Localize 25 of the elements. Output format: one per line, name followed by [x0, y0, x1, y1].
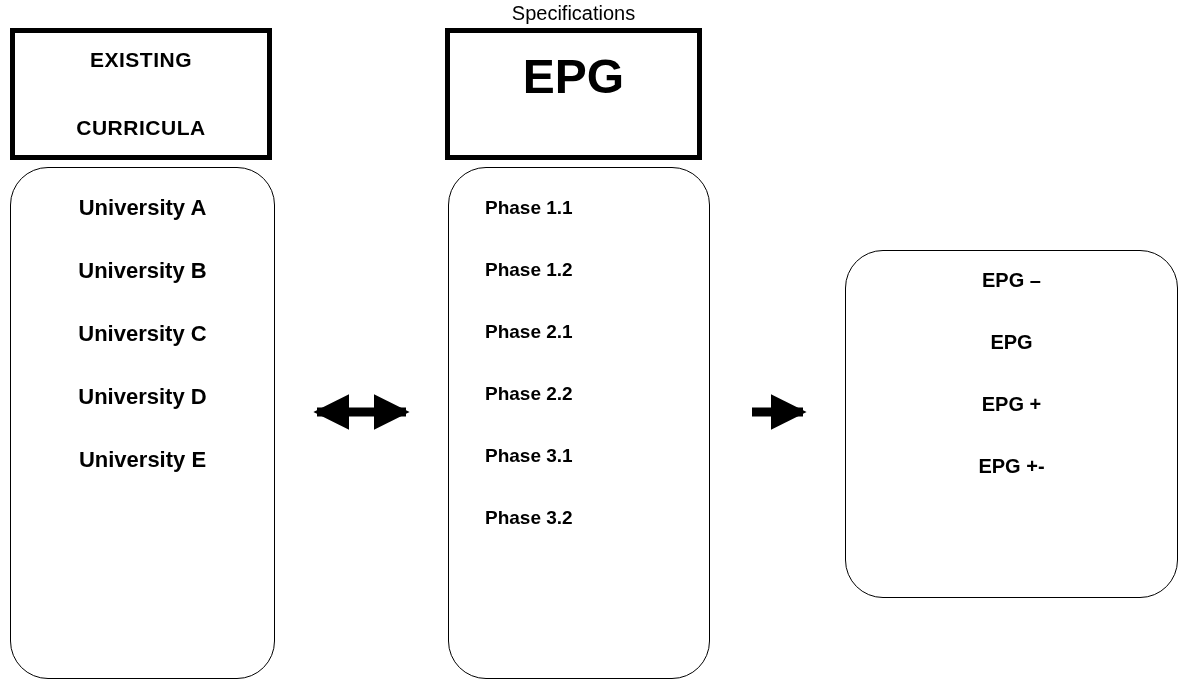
heading-label: Specifications [510, 1, 637, 26]
title-box [10, 28, 272, 160]
node-text: EPG + [981, 392, 1042, 417]
node-text: EPG [522, 53, 625, 101]
rounded-box [10, 167, 275, 679]
node-text: University C [78, 320, 207, 347]
node-text: University B [78, 257, 207, 284]
block-arrow [752, 394, 807, 430]
node-text: EXISTING CURRICULA [75, 47, 207, 141]
node-text: Phase 1.1 [485, 196, 573, 220]
node-text: EPG [990, 330, 1033, 355]
node-text: Phase 2.2 [485, 382, 573, 406]
node-text: University E [78, 446, 207, 473]
block-arrow [313, 394, 410, 430]
node-text: EPG +- [978, 454, 1045, 479]
node-text: University A [78, 194, 207, 221]
node-text: Phase 2.1 [485, 320, 573, 344]
node-text: Phase 3.1 [485, 444, 573, 468]
node-text: Phase 3.2 [485, 506, 573, 530]
node-text: University D [78, 383, 207, 410]
rounded-box [448, 167, 710, 679]
node-text: EPG – [982, 268, 1041, 293]
title-box [445, 28, 702, 160]
node-text: Phase 1.2 [485, 258, 573, 282]
rounded-box [845, 250, 1178, 598]
